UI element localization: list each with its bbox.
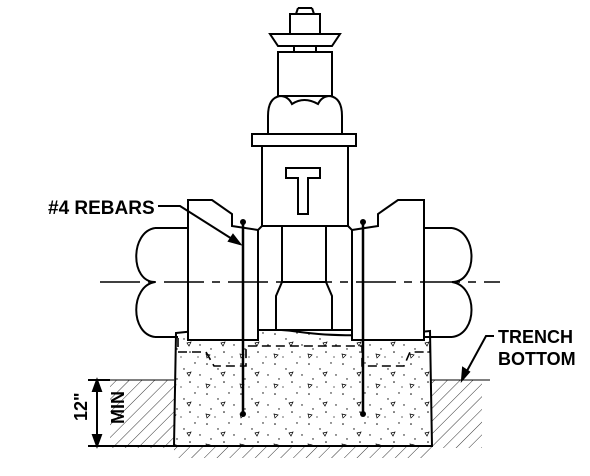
ground-hatch [110,379,490,458]
hidden-flange-outline [177,338,431,367]
dimension-12in [88,377,174,449]
trench-leader [460,335,494,383]
trench-label-line1: TRENCH [498,327,573,347]
dimension-suffix: MIN [108,391,128,424]
gate-valve [187,7,425,341]
rebars [240,219,366,417]
trench-label-line2: BOTTOM [498,349,576,369]
concrete-thrust-block [172,327,434,447]
rebar-leader [158,205,243,246]
dimension-value: 12" [71,392,91,421]
rebars-label: #4 REBARS [48,198,155,219]
